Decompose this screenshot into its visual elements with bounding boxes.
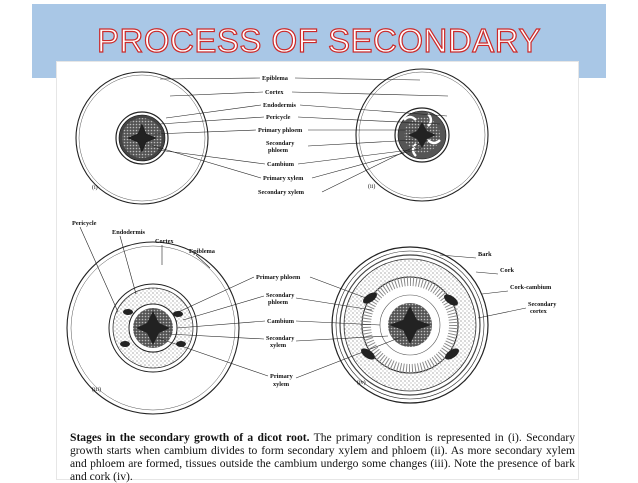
label-cork-cambium: Cork-cambium bbox=[510, 284, 552, 291]
stage-ii-label: (ii) bbox=[368, 183, 375, 190]
label-secondary-phloem-2: phloem bbox=[268, 147, 289, 154]
label-cambium: Cambium bbox=[267, 161, 295, 168]
stage-i-label: (i) bbox=[92, 184, 98, 191]
label-pericycle: Pericycle bbox=[266, 114, 291, 121]
label-secondary-phloem-b2: phloem bbox=[268, 299, 289, 306]
label-endodermis: Endodermis bbox=[263, 102, 296, 109]
caption-text: The primary condition is represented in … bbox=[70, 431, 575, 483]
stage-ii-section bbox=[355, 68, 489, 202]
label-secondary-phloem-1: Secondary bbox=[266, 140, 295, 147]
figure-caption: Stages in the secondary growth of a dico… bbox=[70, 431, 575, 483]
stage-iv-section bbox=[331, 246, 489, 404]
label-secondary-cortex-1: Secondary bbox=[528, 301, 557, 308]
label-secondary-xylem-b1: Secondary bbox=[266, 335, 295, 342]
stage-i-ii-labels: Epiblema Cortex Endodermis Pericycle Pri… bbox=[258, 75, 305, 196]
label-secondary-phloem-b1: Secondary bbox=[266, 292, 295, 299]
stage-iii-section bbox=[66, 241, 240, 415]
label-primary-xylem-b1: Primary bbox=[270, 373, 294, 380]
stage-iv-label: (iv) bbox=[357, 379, 366, 386]
label-cambium-b: Cambium bbox=[267, 318, 295, 325]
stage-i-ii-leader-lines bbox=[149, 77, 449, 193]
label-secondary-xylem-b2: xylem bbox=[270, 342, 287, 349]
label-cortex-b: Cortex bbox=[155, 238, 174, 245]
label-secondary-cortex-2: cortex bbox=[530, 308, 548, 315]
label-primary-xylem-b2: xylem bbox=[273, 381, 290, 388]
label-primary-phloem: Primary phloem bbox=[258, 127, 303, 134]
label-primary-phloem-b: Primary phloem bbox=[256, 274, 301, 281]
caption-bold: Stages in the secondary growth of a dico… bbox=[70, 431, 310, 444]
label-primary-xylem: Primary xylem bbox=[263, 175, 304, 182]
stage-i-section bbox=[75, 71, 209, 205]
label-pericycle-b: Pericycle bbox=[72, 220, 97, 227]
stage-iii-label: (iii) bbox=[92, 386, 101, 393]
label-cortex: Cortex bbox=[265, 89, 284, 96]
label-bark: Bark bbox=[478, 251, 492, 258]
label-secondary-xylem: Secondary xylem bbox=[258, 189, 305, 196]
label-epiblema: Epiblema bbox=[262, 75, 289, 82]
label-epiblema-b: Epiblema bbox=[189, 248, 216, 255]
label-cork: Cork bbox=[500, 267, 514, 274]
stage-iii-iv-labels: Pericycle Endodermis Cortex Epiblema Pri… bbox=[72, 220, 557, 388]
stage-iii-iv-leader-lines bbox=[79, 226, 527, 379]
label-endodermis-b: Endodermis bbox=[112, 229, 145, 236]
